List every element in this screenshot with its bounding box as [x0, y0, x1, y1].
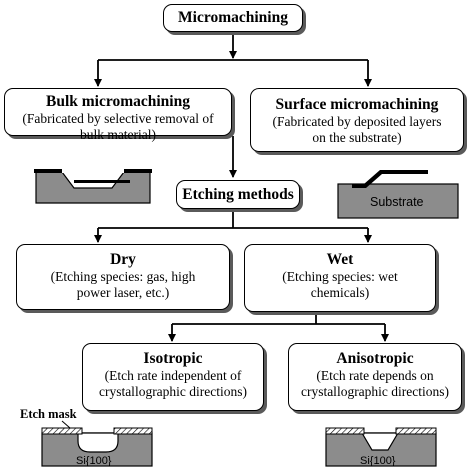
- isotropic-box: Isotropic (Etch rate independent of crys…: [82, 343, 264, 411]
- surface-micromachining-title: Surface micromachining: [275, 96, 439, 113]
- dry-desc: (Etching species: gas, high power laser,…: [50, 269, 196, 300]
- substrate-label: Substrate: [370, 195, 424, 209]
- surface-micromachining-desc: (Fabricated by deposited layers on the s…: [272, 114, 442, 145]
- etching-methods-title: Etching methods: [182, 186, 294, 203]
- anisotropic-desc: (Etch rate depends on crystallographic d…: [300, 368, 450, 399]
- anisotropic-title: Anisotropic: [336, 350, 414, 367]
- si-isotropic-label: Si{100}: [76, 455, 112, 467]
- isotropic-etch-illustration: [41, 420, 153, 467]
- anisotropic-etch-illustration: [325, 427, 437, 467]
- wet-box: Wet (Etching species: wet chemicals): [244, 244, 436, 312]
- etching-methods-box: Etching methods: [176, 180, 300, 209]
- si-anisotropic-label: Si{100}: [360, 455, 396, 467]
- isotropic-title: Isotropic: [143, 350, 203, 367]
- wet-desc: (Etching species: wet chemicals): [282, 269, 398, 300]
- etch-mask-label: Etch mask: [20, 407, 77, 421]
- surface-layers-illustration: [337, 170, 459, 219]
- wet-title: Wet: [326, 251, 354, 268]
- bulk-etch-illustration: [34, 169, 152, 204]
- anisotropic-box: Anisotropic (Etch rate depends on crysta…: [288, 343, 462, 411]
- dry-box: Dry (Etching species: gas, high power la…: [16, 244, 230, 310]
- micromachining-title: Micromachining: [178, 9, 288, 26]
- surface-micromachining-box: Surface micromachining (Fabricated by de…: [250, 88, 464, 152]
- dry-title: Dry: [110, 251, 136, 268]
- bulk-micromachining-desc: (Fabricated by selective removal of bulk…: [22, 111, 214, 142]
- micromachining-box: Micromachining: [163, 4, 303, 32]
- bulk-micromachining-title: Bulk micromachining: [46, 93, 190, 110]
- bulk-micromachining-box: Bulk micromachining (Fabricated by selec…: [4, 88, 232, 142]
- isotropic-desc: (Etch rate independent of crystallograph…: [98, 368, 248, 399]
